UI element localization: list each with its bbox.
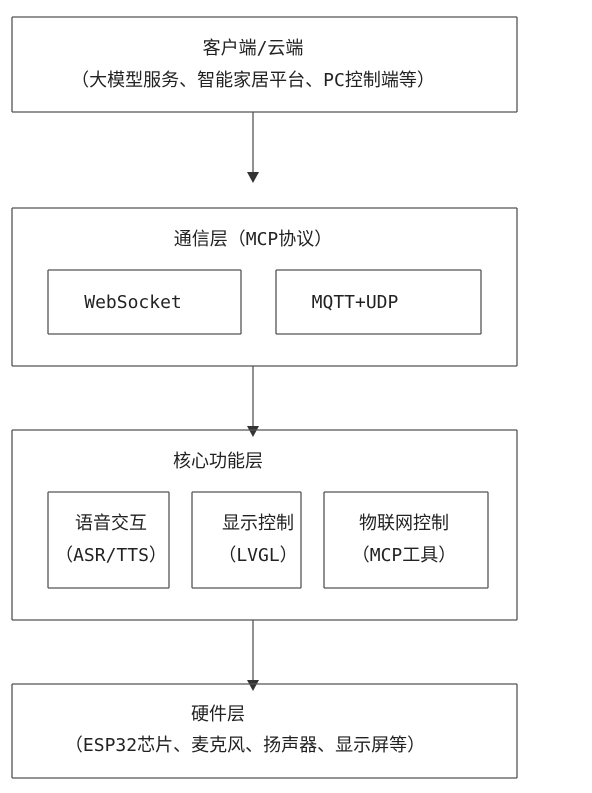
hardware-title: 硬件层 [191, 704, 245, 725]
core-title: 核心功能层 [173, 451, 263, 472]
hardware-layer-box [11, 683, 518, 779]
client-layer-box [11, 16, 518, 113]
iot-sub: （MCP工具） [351, 545, 457, 566]
display-sub: （LVGL） [218, 545, 298, 566]
voice-box [47, 491, 170, 589]
arrow-down-icon [247, 680, 259, 691]
connector-core-hardware [247, 620, 259, 691]
mqtt-udp-label: MQTT+UDP [311, 292, 399, 313]
voice-label: 语音交互 [75, 513, 147, 534]
connector-client-comm [247, 112, 259, 183]
hardware-subtitle: （ESP32芯片、麦克风、扬声器、显示屏等） [64, 735, 426, 756]
websocket-label: WebSocket [84, 292, 182, 313]
arrow-down-icon [247, 172, 259, 183]
arrow-down-icon [247, 426, 259, 437]
iot-box [323, 491, 489, 589]
display-label: 显示控制 [222, 513, 294, 534]
connector-comm-core [247, 366, 259, 437]
websocket-box [47, 269, 242, 335]
client-title: 客户端/云端 [202, 38, 304, 59]
display-box [191, 491, 302, 589]
voice-sub: （ASR/TTS） [55, 545, 167, 566]
comm-title: 通信层（MCP协议） [173, 229, 333, 250]
mqtt-udp-box [275, 269, 482, 335]
comm-layer-box [11, 207, 518, 367]
client-subtitle: （大模型服务、智能家居平台、PC控制端等） [71, 70, 435, 91]
core-layer-box [11, 429, 518, 621]
iot-label: 物联网控制 [359, 513, 449, 534]
